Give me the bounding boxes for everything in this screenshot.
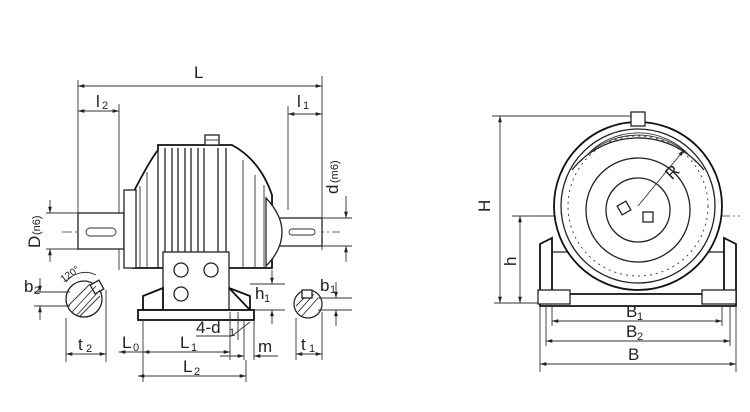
side-view: H h R xyxy=(475,111,740,372)
dim-label-l1: l xyxy=(297,92,301,111)
terminal-hole-icon xyxy=(173,262,189,278)
dim-label-4-d1: 4-d xyxy=(196,318,221,337)
front-view: L l 2 l 1 xyxy=(24,63,352,382)
input-shaft-section xyxy=(65,271,105,318)
svg-text:1: 1 xyxy=(303,100,309,112)
svg-text:2: 2 xyxy=(194,366,200,378)
side-vent-plug xyxy=(630,111,646,127)
dim-label-t2: t xyxy=(78,335,83,354)
dim-label-h1: h xyxy=(255,284,264,303)
dim-label-h: h xyxy=(501,257,520,266)
dim-label-D: D xyxy=(25,236,44,248)
svg-text:0: 0 xyxy=(133,342,139,354)
dim-label-L0: L xyxy=(122,333,131,352)
terminal-box xyxy=(162,251,230,311)
dim-label-b2: b xyxy=(24,277,33,296)
svg-text:1: 1 xyxy=(309,343,315,355)
gearbox-housing xyxy=(123,134,283,269)
dim-label-L1: L xyxy=(180,333,189,352)
terminal-hole-icon xyxy=(203,262,219,278)
svg-text:2: 2 xyxy=(637,331,643,343)
dim-label-l2: l xyxy=(96,92,100,111)
dim-label-m: m xyxy=(258,337,272,356)
side-foot-left xyxy=(537,289,571,305)
dim-label-d: d xyxy=(323,185,342,194)
svg-text:(m6): (m6) xyxy=(329,160,341,183)
svg-text:1: 1 xyxy=(229,327,235,339)
input-shaft xyxy=(77,212,125,250)
svg-text:1: 1 xyxy=(330,284,336,296)
dim-label-b1: b xyxy=(320,276,329,295)
svg-text:2: 2 xyxy=(86,343,92,355)
base-foot xyxy=(137,309,255,321)
svg-text:2: 2 xyxy=(102,100,108,112)
svg-text:1: 1 xyxy=(191,342,197,354)
svg-text:(n6): (n6) xyxy=(31,215,43,235)
side-foot-right xyxy=(701,289,737,305)
terminal-hole-icon xyxy=(173,286,189,302)
dim-label-t1: t xyxy=(301,335,306,354)
svg-text:1: 1 xyxy=(637,311,643,323)
dim-label-B1: B xyxy=(626,302,637,321)
svg-text:1: 1 xyxy=(264,293,270,305)
dim-label-H: H xyxy=(475,200,494,212)
svg-text:2: 2 xyxy=(34,285,40,297)
dim-label-B2: B xyxy=(626,322,637,341)
dim-label-B: B xyxy=(628,345,639,364)
dim-label-L: L xyxy=(194,63,203,82)
output-shaft-section xyxy=(293,289,323,319)
dim-label-L2: L xyxy=(183,357,192,376)
